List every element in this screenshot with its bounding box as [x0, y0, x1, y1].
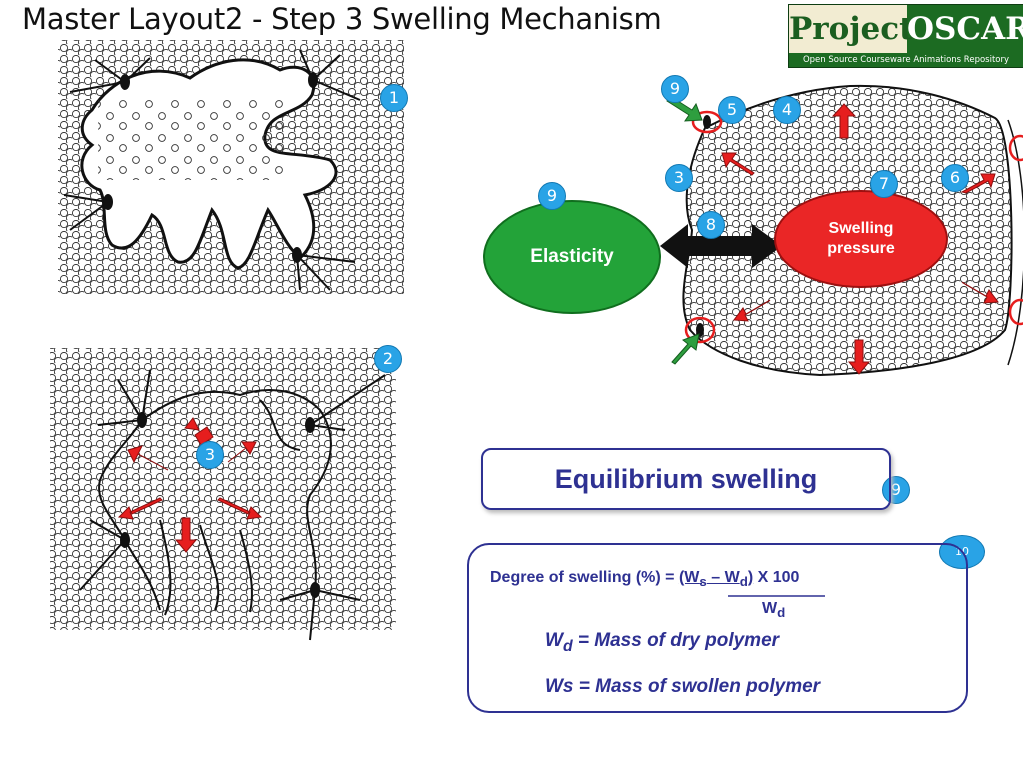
equilibrium-swelling-box: Equilibrium swelling: [481, 448, 891, 510]
step-badge-3-panel3[interactable]: 3: [665, 164, 693, 192]
formula-line: Degree of swelling (%) = (Ws – Wd) X 100: [490, 569, 799, 589]
project-oscar-logo: Project OSCAR Open Source Courseware Ani…: [788, 4, 1023, 68]
degree-of-swelling-formula-box: [467, 543, 968, 713]
panel-1-unswollen-network: [58, 40, 404, 294]
step-badge-3-panel2[interactable]: 3: [196, 441, 224, 469]
swelling-label-line2: pressure: [827, 240, 895, 257]
step-badge-2[interactable]: 2: [374, 345, 402, 373]
swelling-label-line1: Swelling: [828, 220, 894, 237]
logo-tagline: Open Source Courseware Animations Reposi…: [802, 55, 1010, 65]
step-badge-7[interactable]: 7: [870, 170, 898, 198]
logo-word-oscar: OSCAR: [907, 11, 1023, 47]
formula-multiplier: X 100: [753, 569, 800, 586]
panel-2-swelling-network: [50, 348, 396, 641]
formula-numerator: (Ws – Wd): [678, 569, 754, 590]
step-badge-9-equilibrium[interactable]: 9: [882, 476, 910, 504]
step-badge-9-top[interactable]: 9: [661, 75, 689, 103]
step-badge-4[interactable]: 4: [773, 96, 801, 124]
double-arrow-icon: [660, 224, 782, 268]
formula-denominator: Wd: [762, 600, 786, 621]
step-badge-1[interactable]: 1: [380, 84, 408, 112]
logo-word-project: Project: [789, 5, 913, 53]
definition-dry-mass: Wd = Mass of dry polymer: [545, 630, 780, 655]
step-badge-5[interactable]: 5: [718, 96, 746, 124]
step-badge-6[interactable]: 6: [941, 164, 969, 192]
step-badge-9-elasticity[interactable]: 9: [538, 182, 566, 210]
equilibrium-swelling-label: Equilibrium swelling: [554, 463, 818, 494]
elasticity-oval: Elasticity: [483, 200, 661, 314]
page-title: Master Layout2 - Step 3 Swelling Mechani…: [22, 2, 662, 36]
definition-swollen-mass: Ws = Mass of swollen polymer: [545, 676, 821, 697]
step-badge-8[interactable]: 8: [697, 211, 725, 239]
swelling-pressure-oval: Swelling pressure: [774, 190, 948, 288]
formula-lhs: Degree of swelling (%) =: [490, 569, 679, 586]
